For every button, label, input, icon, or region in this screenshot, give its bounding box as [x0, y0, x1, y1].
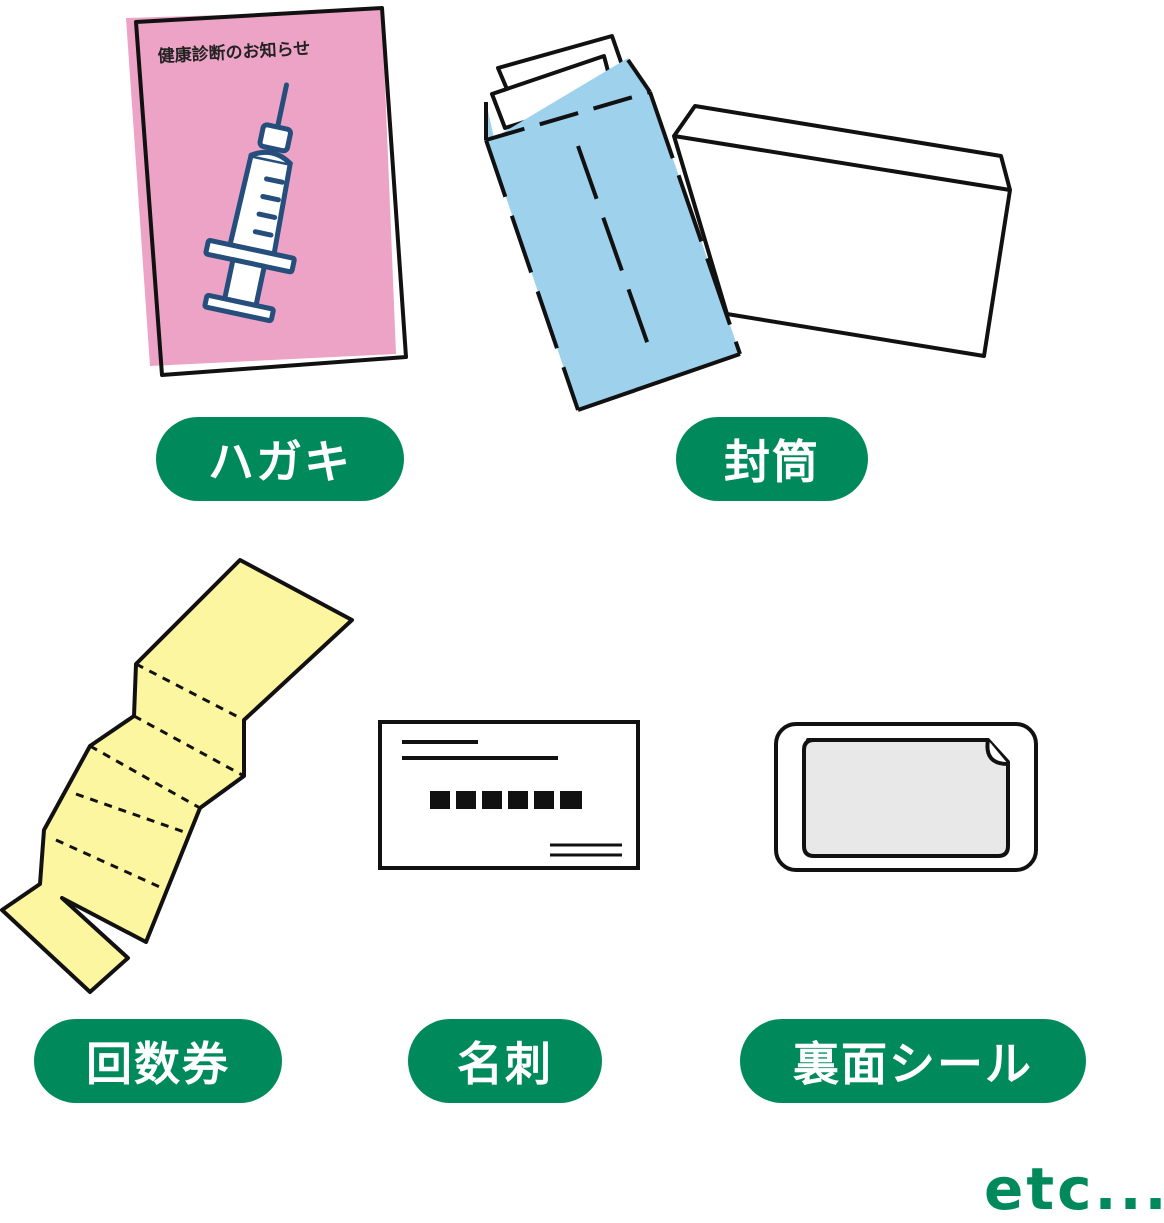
postcard-illustration: 健康診断のお知らせ	[126, 6, 408, 377]
business-card-illustration	[378, 720, 640, 870]
label-postcard: ハガキ	[156, 417, 404, 501]
label-ticket: 回数券	[34, 1019, 282, 1103]
label-business-card: 名刺	[408, 1019, 602, 1103]
syringe-icon	[202, 82, 297, 324]
sticker-illustration	[774, 722, 1038, 872]
label-envelope: 封筒	[676, 417, 868, 501]
envelope-illustration	[484, 34, 1012, 412]
etc-text: etc...	[984, 1155, 1164, 1223]
ticket-strip-illustration	[0, 558, 354, 994]
label-sticker: 裏面シール	[740, 1019, 1086, 1103]
